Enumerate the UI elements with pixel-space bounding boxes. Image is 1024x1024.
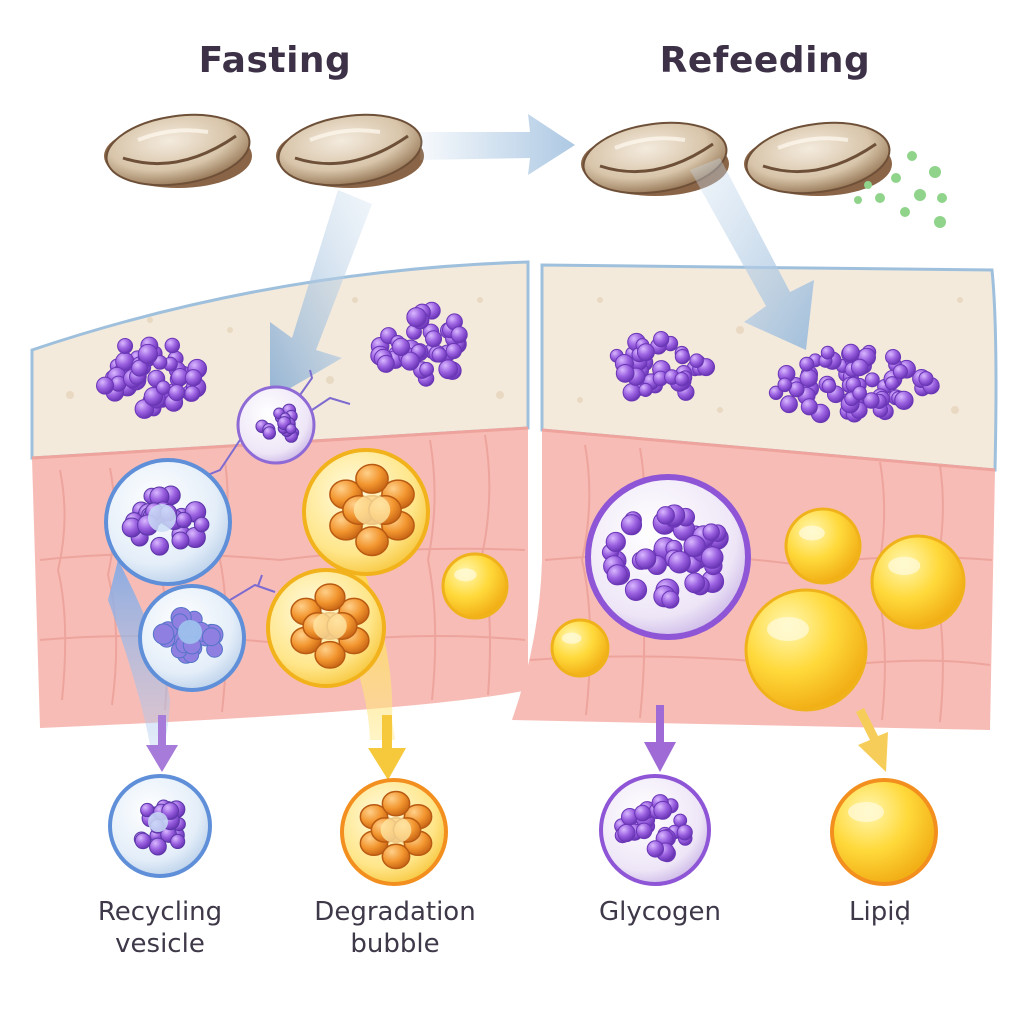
seed-icon [581, 121, 729, 196]
glycogen-cluster [370, 301, 468, 387]
legend-label-line: Degradation [314, 897, 476, 927]
degradation-core [329, 463, 415, 557]
legend-label-degradation-bubble: Degradation bubble [290, 896, 500, 960]
seed-icon [744, 121, 892, 196]
lipid-droplet [784, 507, 862, 585]
legend-label-line: Glycogen [599, 897, 721, 927]
legend-label-glycogen: Glycogen [565, 896, 755, 928]
legend-label-line: vesicle [115, 929, 205, 959]
seed-icon [104, 113, 252, 188]
lipid-droplet [441, 552, 509, 620]
recycling-vesicle [104, 458, 232, 586]
glycogen-cluster [614, 794, 693, 863]
glycogen-cluster [255, 403, 300, 443]
glycogen-cluster [609, 331, 716, 402]
legend-pointer-arrows [146, 705, 888, 780]
recycling-vesicle [138, 584, 246, 692]
glycogen-vesicle [585, 474, 751, 640]
refeeding-down-arrow [690, 158, 814, 350]
legend-label-line: bubble [350, 929, 440, 959]
legend-label-line: Lipiḍ [849, 897, 911, 927]
legend-label-line: Recycling [97, 897, 223, 927]
recycling-vesicle-icon [108, 774, 212, 878]
seed-icon [276, 113, 424, 188]
refeeding-title: Refeeding [659, 40, 871, 81]
glycogen-granule-icon [599, 774, 711, 886]
degradation-bubble [266, 568, 386, 688]
fasting-title: Fasting [198, 40, 352, 81]
lipid-droplet [744, 588, 868, 712]
degradation-core [359, 790, 433, 870]
glycogen-cluster [96, 336, 208, 419]
released-particles [854, 151, 947, 228]
legend-label-lipid: Lipiḍ [800, 896, 960, 928]
fasting-down-arrow [270, 190, 372, 400]
degradation-core [290, 583, 370, 669]
lipid-droplet-icon [830, 778, 938, 886]
degradation-bubble [302, 448, 430, 576]
transition-arrow [420, 114, 575, 175]
glycogen-cluster [601, 504, 729, 609]
lipid-droplet [870, 534, 966, 630]
recycling-trail [108, 560, 170, 745]
autophagosome [236, 385, 316, 465]
lipid-droplet [550, 618, 610, 678]
degradation-bubble-icon [340, 778, 448, 886]
glycogen-cluster [768, 343, 940, 424]
legend-label-recycling-vesicle: Recycling vesicle [60, 896, 260, 960]
